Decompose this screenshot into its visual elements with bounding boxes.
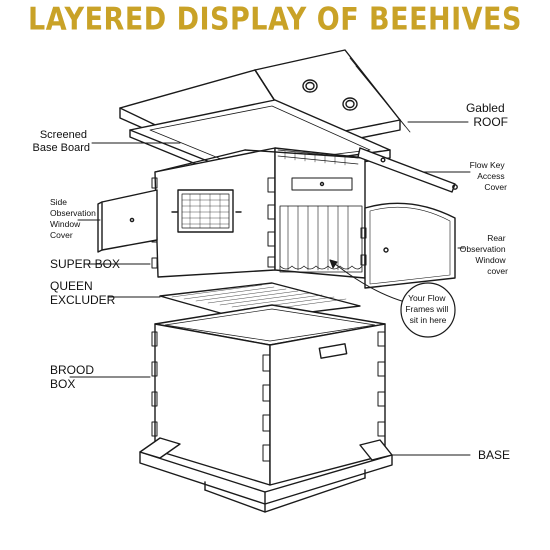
leader-flow-frames — [329, 259, 406, 303]
label-gabled-roof: Gabled ROOF — [466, 101, 508, 129]
label-rear-observation-window-cover: Rear Observation Window cover — [460, 233, 508, 276]
label-side-observation-window-cover: Side Observation Window Cover — [50, 197, 98, 240]
label-queen-excluder: QUEEN EXCLUDER — [50, 279, 116, 307]
label-flow-frames-callout: Your Flow Frames will sit in here — [405, 293, 450, 325]
hive-base — [139, 437, 393, 513]
flow-frames-callout-circle — [400, 282, 456, 338]
label-brood-box: BROOD BOX — [50, 363, 97, 391]
flow-key-access-cover — [357, 147, 458, 193]
brood-box — [151, 304, 386, 486]
label-screened-base-board: Screened Base Board — [33, 129, 90, 154]
rear-observation-window-cover — [360, 202, 456, 289]
label-base: BASE — [478, 448, 510, 462]
super-box — [151, 147, 366, 279]
side-observation-window-cover — [97, 189, 158, 253]
diagram-title: LAYERED DISPLAY OF BEEHIVES — [28, 2, 522, 38]
label-super-box: SUPER BOX — [50, 257, 120, 271]
label-flow-key-access-cover: Flow Key Access Cover — [470, 160, 507, 192]
